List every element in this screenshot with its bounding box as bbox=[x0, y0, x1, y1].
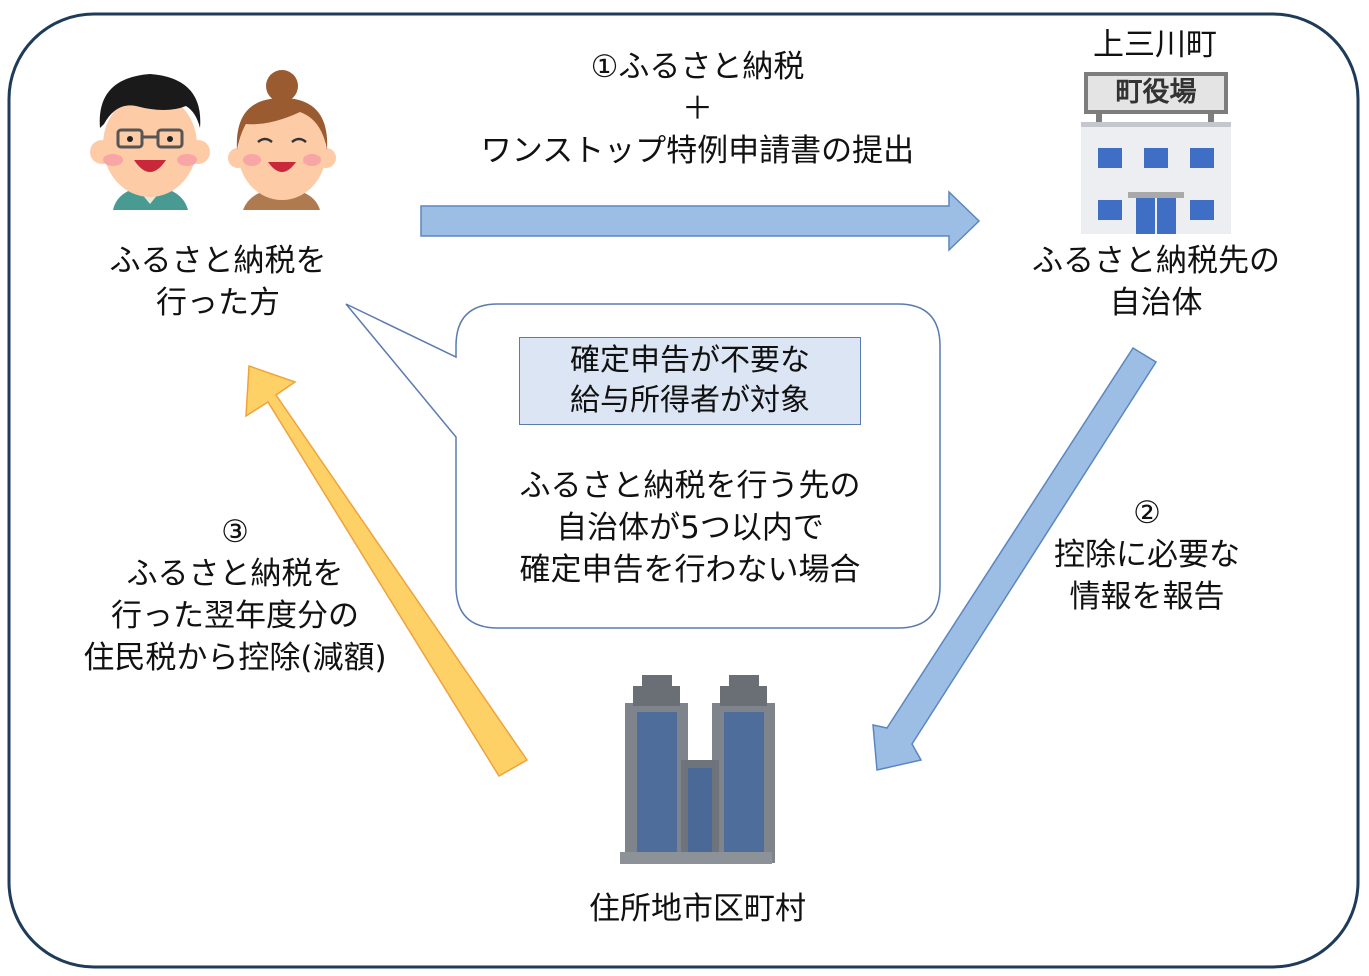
step2-label: ② 控除に必要な 情報を報告 bbox=[1040, 492, 1254, 618]
step1-label: ①ふるさと納税 ＋ ワンストップ特例申請書の提出 bbox=[470, 46, 925, 172]
case-line: ふるさと納税を行う先の bbox=[519, 468, 861, 504]
step3-line: 住民税から控除(減額) bbox=[83, 640, 387, 676]
town-name-label: 上三川町 bbox=[1093, 27, 1217, 63]
case-line: 自治体が5つ以内で bbox=[556, 510, 824, 546]
arrow-step3 bbox=[245, 364, 529, 778]
city-hall-building-icon bbox=[620, 675, 775, 864]
condition-line: 確定申告が不要な bbox=[570, 343, 810, 378]
step2-line: 控除に必要な bbox=[1054, 537, 1240, 573]
arrow-step2 bbox=[872, 346, 1158, 771]
town-hall-building-icon bbox=[1081, 72, 1231, 234]
step1-line: ①ふるさと納税 bbox=[590, 49, 805, 85]
step3-label: ③ ふるさと納税を 行った翌年度分の 住民税から控除(減額) bbox=[60, 511, 410, 679]
step2-line: ② bbox=[1133, 495, 1161, 531]
man-icon bbox=[90, 74, 210, 210]
target-municipality-label: ふるさと納税先の 自治体 bbox=[1010, 240, 1302, 324]
step3-line: ふるさと納税を bbox=[126, 556, 344, 592]
donor-line: ふるさと納税を bbox=[109, 243, 327, 279]
step2-line: 情報を報告 bbox=[1069, 579, 1225, 615]
target-municipality-line: 自治体 bbox=[1109, 285, 1203, 321]
step1-line: ワンストップ特例申請書の提出 bbox=[480, 133, 915, 169]
condition-line: 給与所得者が対象 bbox=[570, 383, 810, 418]
people-illustration bbox=[90, 70, 336, 210]
target-municipality-line: ふるさと納税先の bbox=[1032, 243, 1280, 279]
donor-label: ふるさと納税を 行った方 bbox=[78, 240, 358, 324]
residence-municipality-label: 住所地市区町村 bbox=[589, 891, 806, 927]
donor-line: 行った方 bbox=[156, 285, 280, 321]
woman-icon bbox=[228, 70, 336, 210]
case-description: ふるさと納税を行う先の 自治体が5つ以内で 確定申告を行わない場合 bbox=[480, 465, 900, 591]
case-line: 確定申告を行わない場合 bbox=[519, 552, 861, 588]
step3-line: ③ bbox=[221, 514, 249, 550]
step3-line: 行った翌年度分の bbox=[111, 598, 359, 634]
condition-box: 確定申告が不要な 給与所得者が対象 bbox=[519, 337, 861, 425]
arrow-step1 bbox=[420, 190, 981, 252]
step1-line: ＋ bbox=[682, 91, 713, 127]
town-hall-sign: 町役場 bbox=[1115, 77, 1197, 108]
